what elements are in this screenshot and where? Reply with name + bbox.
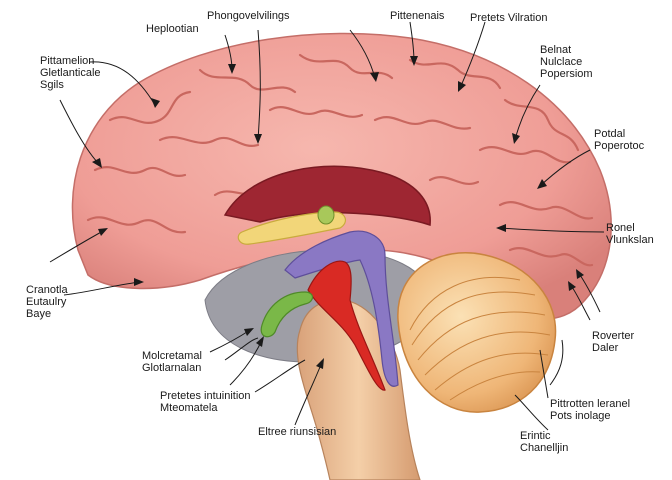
leader-lines xyxy=(49,21,605,431)
label-belnat: Belnat Nulclace Popersiom xyxy=(540,44,593,80)
label-pittenenais: Pittenenais xyxy=(390,10,445,22)
label-erintic: Erintic Chanelljin xyxy=(520,430,569,454)
label-pretetes-intuinition: Pretetes intuinition Mteomatela xyxy=(160,390,251,414)
label-pittamelion: Pittamelion Gletlanticale Sgils xyxy=(40,55,101,91)
label-potdal: Potdal Poperotoc xyxy=(594,128,645,152)
corpus-callosum xyxy=(237,211,347,245)
label-ronel: Ronel Vlunkslan xyxy=(606,222,654,246)
fornix-knob xyxy=(317,205,335,225)
label-cranotla: Cranotla Eutaulry Baye xyxy=(26,284,68,320)
purple-tract xyxy=(284,230,399,387)
red-tract xyxy=(307,260,386,391)
label-eltree-riunsisian: Eltree riunsisian xyxy=(258,426,337,438)
label-roverter: Roverter Daler xyxy=(592,330,635,354)
label-pittrotten-leranel: Pittrotten leranel Pots inolage xyxy=(550,398,631,422)
label-pretets-vilration: Pretets Vilration xyxy=(470,12,548,24)
green-tract xyxy=(260,291,314,338)
cerebellar-folia xyxy=(409,276,551,401)
label-phongovelvilings: Phongovelvilings xyxy=(207,10,290,22)
label-molcretamal: Molcretamal Glotlarnalan xyxy=(142,350,202,374)
label-heplootian: Heplootian xyxy=(146,23,199,35)
